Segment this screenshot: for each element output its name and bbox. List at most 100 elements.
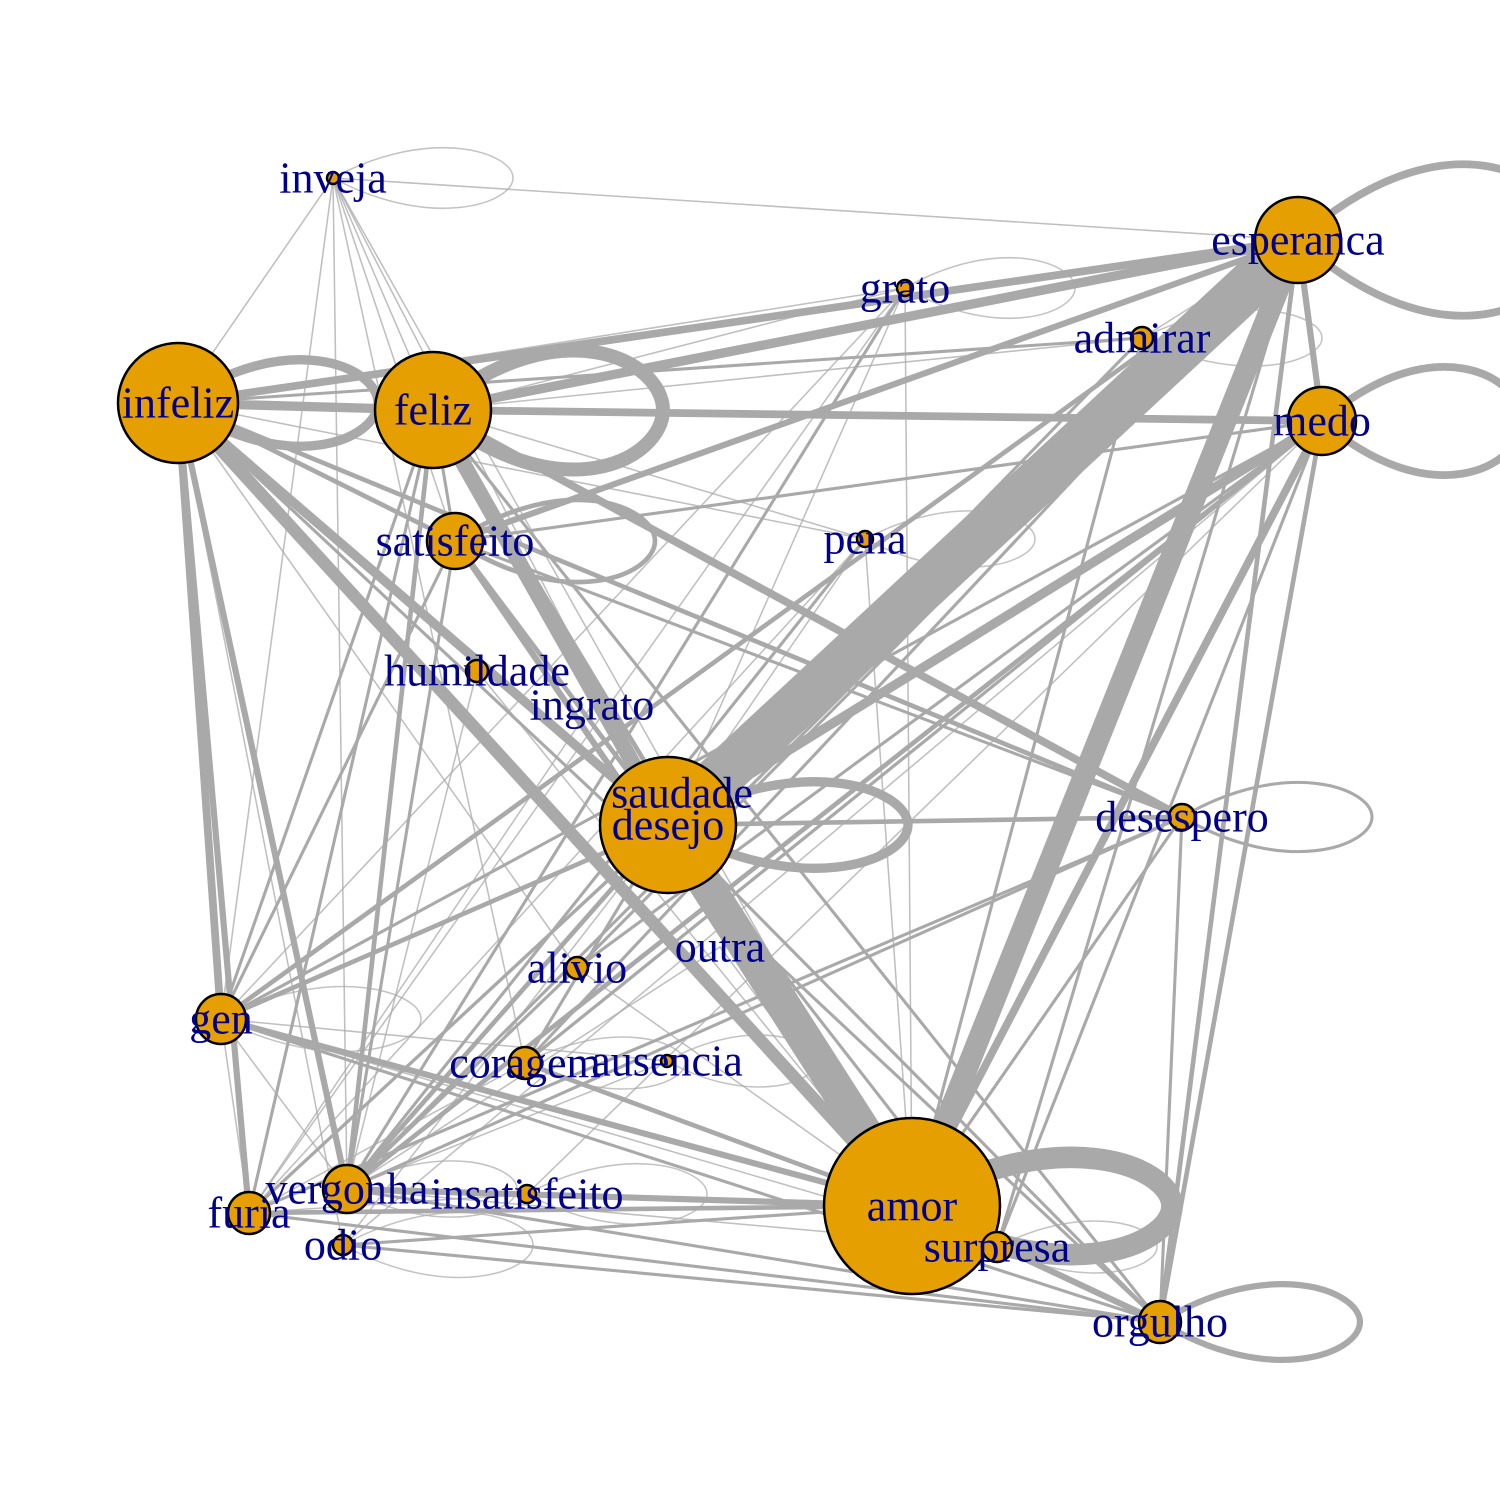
node-label-gen: gen (189, 995, 253, 1044)
edge-desejo-gen (218, 822, 671, 1022)
node-alivio (564, 955, 590, 981)
edge-satisfeito-esperanca (451, 236, 1302, 545)
self-loop-desejo (663, 777, 913, 873)
node-label-ingrato: ingrato (530, 681, 655, 730)
edge-desespero-furia (247, 815, 1184, 1215)
node-label-satisfeito: satisfeito (376, 517, 535, 566)
node-label-orgulho: orgulho (1092, 1298, 1228, 1347)
self-loop-esperanca (1294, 160, 1500, 320)
node-label-amor: amor (867, 1182, 958, 1231)
node-odio (331, 1233, 355, 1257)
node-label-outra: outra (675, 923, 765, 972)
edge-coragem-esperanca (523, 238, 1300, 1065)
self-loop-feliz (426, 343, 670, 477)
edge-amor-medo (908, 417, 1326, 1210)
node-infeliz (116, 341, 240, 465)
edge-pena-feliz (432, 409, 866, 540)
edge-infeliz-vergonha (174, 399, 351, 1193)
edge-grato-amor (904, 287, 913, 1207)
edge-gen-amor (217, 1015, 916, 1210)
edge-grato-infeliz (177, 287, 906, 404)
self-loop-grato (904, 256, 1076, 320)
edge-odio-desejo (342, 824, 669, 1246)
edge-ingrato-furia (248, 704, 593, 1214)
edge-inveja-satisfeito (332, 177, 456, 542)
node-furia (226, 1190, 272, 1236)
node-insatisfeito (516, 1183, 538, 1205)
node-surpresa (980, 1230, 1014, 1264)
edge-alivio-infeliz (177, 402, 578, 969)
node-label-insatisfeito: insatisfeito (430, 1170, 623, 1219)
self-loop-odio (342, 1211, 534, 1279)
node-admirar (1129, 325, 1155, 351)
edge-furia-orgulho (247, 1211, 1162, 1324)
edge-surpresa-medo (995, 419, 1324, 1249)
edge-feliz-esperanca (428, 235, 1303, 415)
edge-vergonha-orgulho (345, 1187, 1162, 1324)
self-loop-satisfeito (452, 497, 658, 585)
node-label-alivio: alivio (527, 944, 627, 993)
node-desejo (598, 755, 738, 895)
edge-medo-coragem (523, 419, 1324, 1065)
node-label-esperanca: esperanca (1211, 216, 1384, 265)
edge-desespero-vergonha (345, 815, 1184, 1191)
edge-inveja-vergonha (332, 177, 348, 1190)
node-label-admirar: admirar (1074, 314, 1211, 363)
edge-satisfeito-gen (219, 539, 457, 1021)
node-coragem (507, 1045, 543, 1081)
node-label-humildade: humildade (384, 647, 570, 696)
self-loop-gen (220, 985, 422, 1053)
self-loop-vergonha (346, 1160, 518, 1218)
edge-grato-vergonha (345, 286, 907, 1191)
node-amor (822, 1116, 1002, 1296)
edge-infeliz-furia (174, 399, 253, 1217)
edge-feliz-gen (219, 408, 435, 1021)
edge-inveja-gen (220, 177, 334, 1020)
edge-desejo-orgulho (666, 823, 1162, 1324)
edge-surpresa-esperanca (995, 238, 1300, 1249)
node-label-grato: grato (860, 264, 950, 313)
node-label-furia: furia (207, 1189, 290, 1238)
edge-esperanca-orgulho (1157, 237, 1301, 1325)
edge-ausencia-gen (220, 1018, 668, 1062)
edge-odio-medo (342, 420, 1323, 1246)
edge-admirar-desejo (666, 336, 1144, 827)
node-esperanca (1253, 195, 1343, 285)
self-loops-layer (173, 146, 1500, 1363)
edge-desejo-medo (663, 416, 1327, 830)
node-orgulho (1137, 1299, 1183, 1345)
edge-medo-insatisfeito (526, 420, 1323, 1195)
self-loop-admirar (1141, 309, 1323, 367)
node-label-vergonha: vergonha (266, 1165, 429, 1214)
edge-pena-furia (248, 538, 866, 1214)
edge-feliz-medo (429, 406, 1326, 425)
node-desespero (1167, 802, 1197, 832)
node-label-ausencia: ausencia (591, 1037, 742, 1086)
node-grato (895, 278, 915, 298)
node-label-medo: medo (1273, 397, 1371, 446)
node-vergonha (321, 1163, 373, 1215)
node-satisfeito (425, 511, 485, 571)
node-label-surpresa: surpresa (924, 1223, 1071, 1272)
self-loop-pena (864, 510, 1036, 568)
edge-desejo-furia (247, 823, 670, 1215)
self-loop-orgulho (1156, 1281, 1364, 1363)
self-loop-amor (901, 1146, 1183, 1266)
self-loop-coragem (524, 1036, 686, 1090)
edge-vergonha-insatisfeito (346, 1188, 528, 1195)
edge-admirar-infeliz (176, 336, 1144, 405)
nodes-layer (116, 170, 1358, 1345)
node-pena (855, 529, 875, 549)
node-label-inveja: inveja (279, 154, 387, 203)
edge-desejo-desespero (665, 814, 1185, 828)
node-feliz (373, 350, 493, 470)
edge-inveja-amor (332, 177, 913, 1207)
edge-alivio-vergonha (345, 966, 579, 1191)
edge-grato-desejo (667, 287, 906, 826)
self-loop-inveja (332, 146, 514, 210)
edge-insatisfeito-furia (248, 1193, 528, 1214)
node-label-pena: pena (823, 515, 906, 564)
node-medo (1286, 385, 1358, 457)
